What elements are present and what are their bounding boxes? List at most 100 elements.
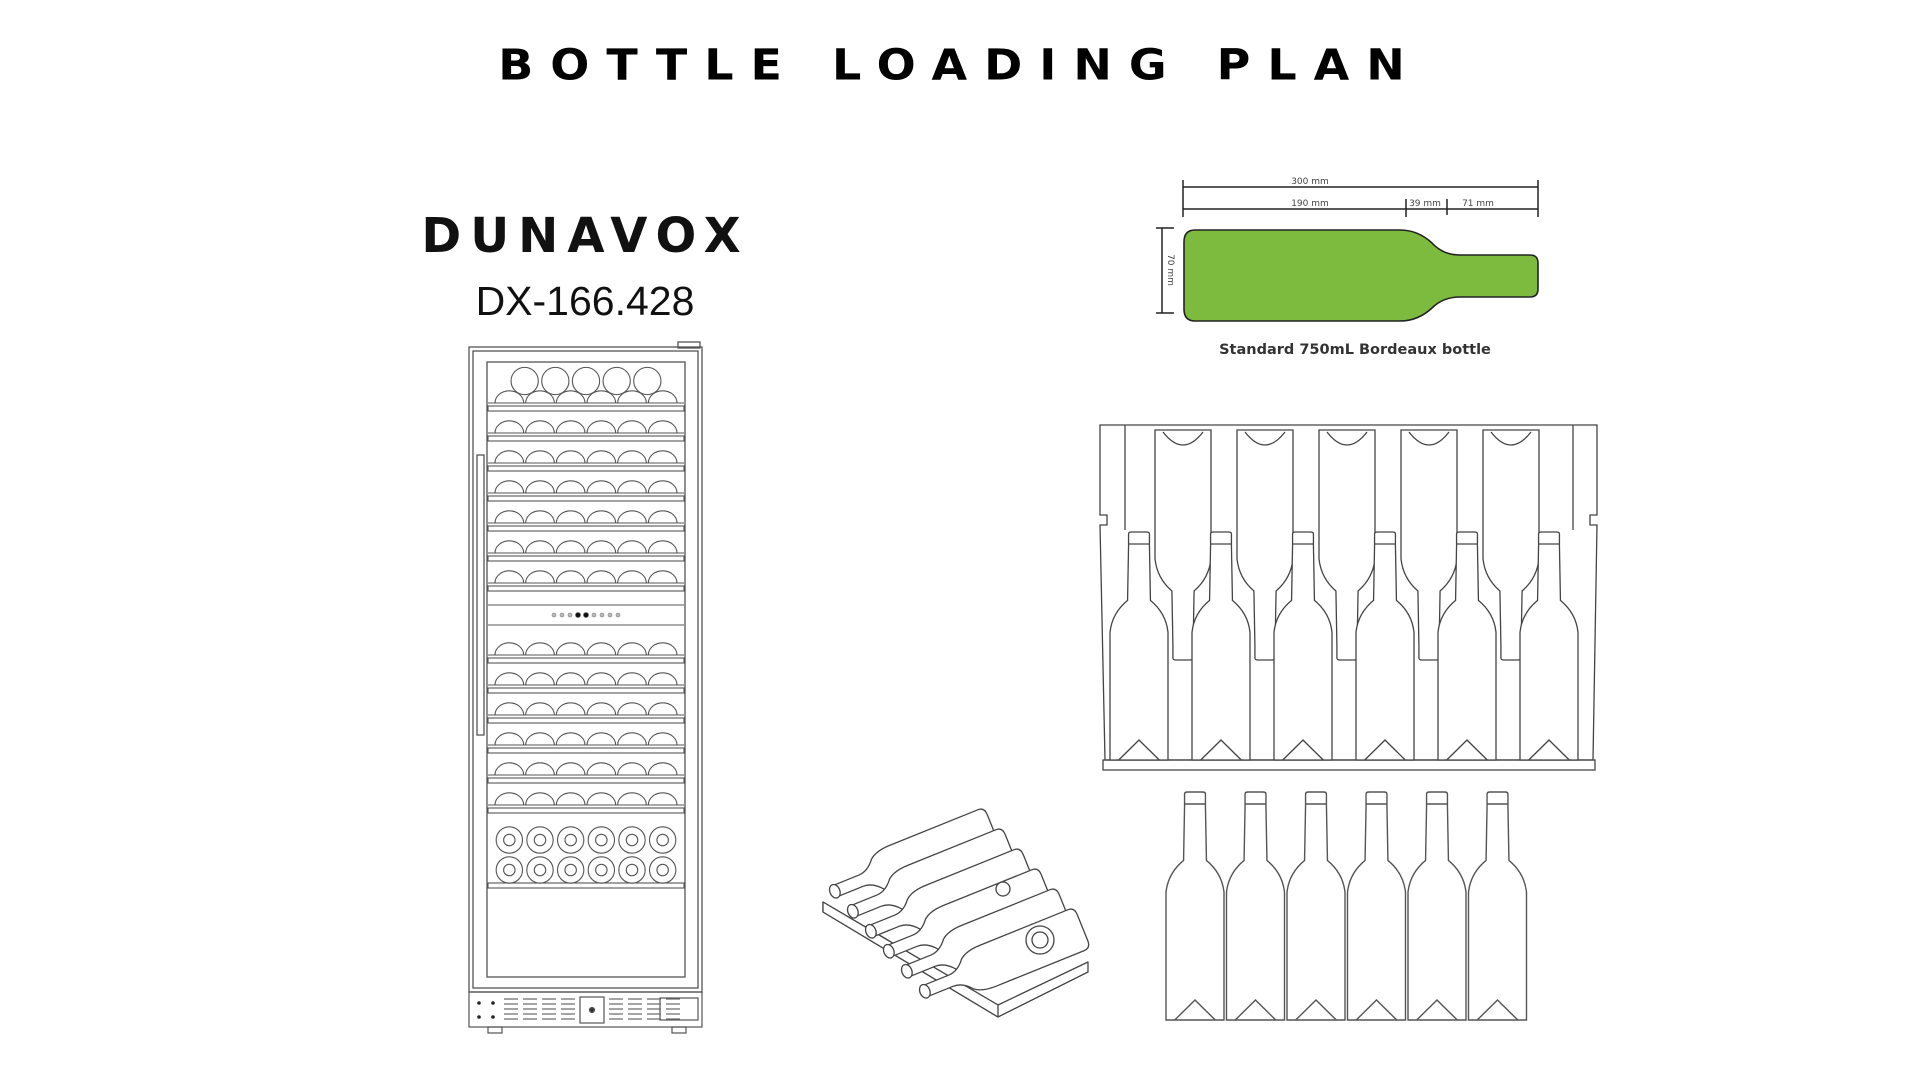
bottle-end-icon (555, 390, 586, 404)
bottle-end-icon (647, 732, 678, 746)
control-button-icon (559, 612, 565, 618)
bottle-end-icon (494, 672, 525, 686)
upright-bottle-icon (1225, 791, 1286, 1021)
bottle-end-icon (586, 642, 617, 656)
bottle-caption: Standard 750mL Bordeaux bottle (1219, 342, 1491, 358)
inverted-bottle-icon (1482, 429, 1540, 661)
shelf-isometric-drawing (822, 808, 1090, 1018)
bottle-end-icon (617, 762, 647, 776)
bottle-end-icon (617, 390, 647, 404)
bottle-bottom-icon (526, 826, 554, 854)
inverted-bottle-icon (1318, 429, 1376, 661)
bottle-bottom-icon (556, 826, 585, 854)
bottle-end-icon (647, 450, 678, 464)
bottle-end-icon (647, 390, 678, 404)
bottle-end-icon (586, 762, 617, 776)
upright-bottle-icon (1355, 531, 1415, 761)
bottle-end-icon (494, 480, 525, 494)
bottle-end-icon (541, 366, 570, 396)
bottle-end-icon (525, 642, 555, 656)
inverted-bottle-icon (1236, 429, 1294, 661)
bottle-end-icon (525, 540, 555, 554)
bottle-bottom-icon (618, 826, 646, 854)
bottle-end-icon (617, 642, 647, 656)
bottle-bottom-icon (648, 826, 677, 854)
dim-shoulder-length: 39 mm (1409, 199, 1441, 209)
bottle-end-icon (647, 570, 678, 584)
bottle-end-icon (647, 420, 678, 434)
bottle-end-icon (617, 792, 647, 806)
bottle-end-icon (617, 672, 647, 686)
bottle-end-icon (586, 510, 617, 524)
bottle-end-icon (586, 570, 617, 584)
bottle-end-icon (586, 390, 617, 404)
bottle-end-icon (494, 420, 525, 434)
bottle-end-icon (617, 702, 647, 716)
upright-bottle-icon (1407, 791, 1467, 1021)
bottle-end-icon (617, 732, 647, 746)
bottle-end-icon (647, 702, 678, 716)
bottle-bottom-icon (495, 826, 524, 854)
bottle-bottom-icon (618, 856, 646, 884)
bottle-end-icon (555, 702, 586, 716)
bottle-end-icon (617, 540, 647, 554)
bottle-end-icon (555, 480, 586, 494)
bottle-end-icon (555, 540, 586, 554)
bottle-end-icon (586, 540, 617, 554)
upright-bottle-icon (1109, 531, 1169, 761)
control-button-icon (583, 612, 589, 618)
bottle-dimension-diagram: 300 mm 190 mm 39 mm 71 mm 70 mm (1156, 177, 1539, 322)
bottle-end-icon (525, 390, 555, 404)
upright-bottle-icon (1519, 531, 1579, 761)
bottle-end-icon (494, 762, 525, 776)
bottle-bottom-icon (556, 856, 585, 884)
bottle-end-icon (647, 672, 678, 686)
bordeaux-bottle-icon (1183, 229, 1539, 322)
bottle-end-icon (647, 642, 678, 656)
shelf-front-view-drawing (1099, 424, 1598, 771)
bottle-end-icon (647, 762, 678, 776)
bottle-end-icon (647, 510, 678, 524)
bottle-end-icon (555, 420, 586, 434)
bottle-end-icon (555, 672, 586, 686)
bottle-end-icon (525, 762, 555, 776)
bottle-end-icon (586, 450, 617, 464)
page-title: BOTTLE LOADING PLAN (498, 40, 1422, 90)
bottle-end-icon (494, 570, 525, 584)
bottle-end-icon (525, 510, 555, 524)
bottle-end-icon (571, 366, 601, 396)
bottle-end-icon (602, 366, 631, 396)
bottle-end-icon (525, 702, 555, 716)
bottle-end-icon (525, 450, 555, 464)
bottle-end-icon (525, 732, 555, 746)
bottle-end-icon (617, 480, 647, 494)
control-button-icon (567, 612, 573, 618)
bottle-end-icon (586, 480, 617, 494)
bottle-end-icon (586, 672, 617, 686)
bottle-row-drawing (1165, 791, 1528, 1021)
bottle-end-icon (510, 366, 539, 396)
bottle-end-icon (525, 480, 555, 494)
model-number: DX-166.428 (475, 278, 695, 324)
bottle-bottom-icon (526, 856, 554, 884)
control-button-icon (575, 612, 581, 618)
bottle-end-icon (555, 570, 586, 584)
bottle-end-icon (555, 642, 586, 656)
bottle-bottom-icon (648, 856, 677, 884)
bottle-end-icon (586, 702, 617, 716)
bottle-end-icon (633, 366, 662, 396)
bottle-end-icon (617, 420, 647, 434)
bottle-end-icon (555, 792, 586, 806)
bottle-bottom-icon (495, 856, 524, 884)
bottle-end-icon (555, 732, 586, 746)
bottle-end-icon (494, 510, 525, 524)
upright-bottle-icon (1286, 791, 1346, 1021)
bottle-end-icon (555, 510, 586, 524)
upright-bottle-icon (1191, 531, 1251, 761)
upright-bottle-icon (1437, 531, 1497, 761)
bottle-end-icon (494, 792, 525, 806)
bottle-end-icon (494, 540, 525, 554)
bottle-end-icon (555, 762, 586, 776)
bottle-end-icon (647, 540, 678, 554)
control-button-icon (599, 612, 605, 618)
